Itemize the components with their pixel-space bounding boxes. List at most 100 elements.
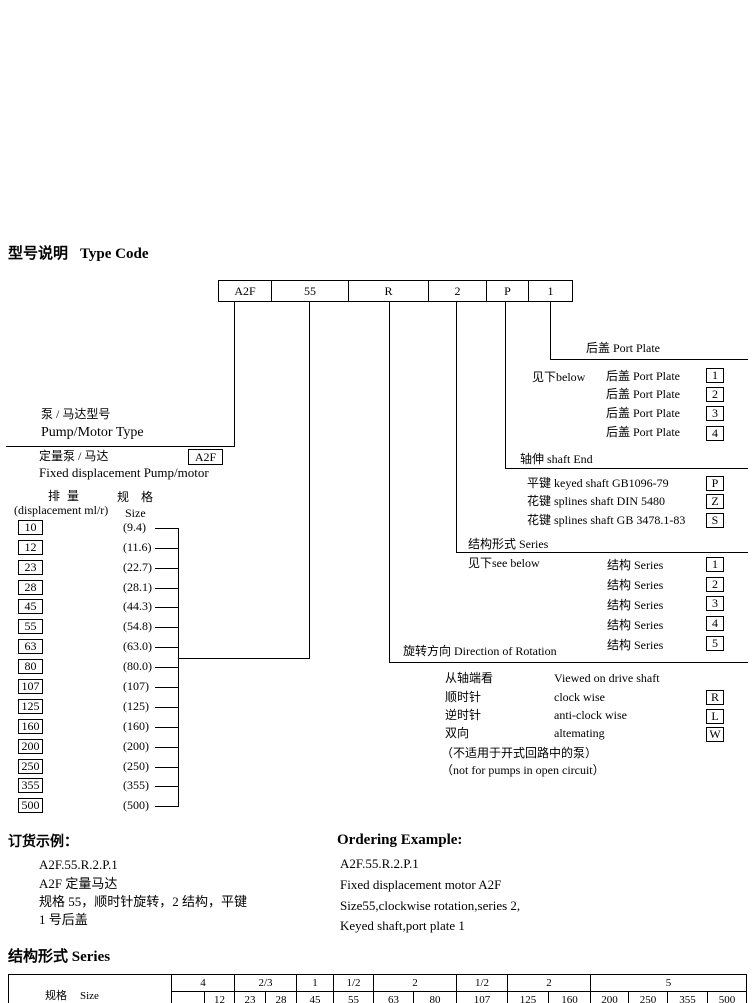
series-group-cell: 2/3 <box>234 974 297 992</box>
rotation-option-code: R <box>706 690 724 705</box>
series-option-code: 2 <box>706 577 724 592</box>
port-plate-option-label: 后盖 Port Plate <box>606 369 680 383</box>
pump-type-option-code: A2F <box>188 449 223 465</box>
shaft-end-option-label: 花键 splines shaft DIN 5480 <box>527 494 665 508</box>
series-size-cell: 107 <box>456 991 508 1003</box>
displacement-value: (54.8) <box>123 619 152 633</box>
code-box-series: 2 <box>428 280 487 302</box>
series-size-cell: 63 <box>373 991 414 1003</box>
connector-port-vertical <box>550 302 551 359</box>
displacement-value: (125) <box>123 699 149 713</box>
size-connector-tick <box>155 588 178 589</box>
ordering-example-cn-heading: 订货示例： <box>8 835 78 850</box>
size-header-cn: 规 格 <box>117 490 154 504</box>
displacement-value: (250) <box>123 759 149 773</box>
rotation-option-cn: 顺时针 <box>445 690 482 704</box>
rotation-header: 旋转方向 Direction of Rotation <box>403 644 557 658</box>
displacement-value: (22.7) <box>123 560 152 574</box>
port-plate-see-below: 见下below <box>532 370 586 384</box>
series-size-cell <box>171 991 205 1003</box>
connector-shaft-vertical <box>505 302 506 468</box>
size-connector-tick <box>155 528 178 529</box>
shaft-end-option-code: S <box>706 513 724 528</box>
series-group-cell: 2 <box>373 974 457 992</box>
displacement-value: (11.6) <box>123 540 152 554</box>
series-table-size-header-cn: 规格 <box>45 990 67 1002</box>
connector-rotation-vertical <box>389 302 390 662</box>
size-connector-tick <box>155 647 178 648</box>
ordering-example-en-line: Keyed shaft,port plate 1 <box>340 918 465 933</box>
ordering-example-en-heading: Ordering Example: <box>337 832 463 848</box>
rotation-option-cn: 双向 <box>445 726 470 740</box>
size-code-box: 160 <box>18 719 43 734</box>
series-size-cell: 125 <box>507 991 549 1003</box>
size-code-box: 28 <box>18 580 43 595</box>
series-group-cell: 5 <box>590 974 747 992</box>
series-header: 结构形式 Series <box>468 537 549 551</box>
series-group-cell: 4 <box>171 974 235 992</box>
pump-type-option-en: Fixed displacement Pump/motor <box>39 465 209 480</box>
shaft-end-option-code: Z <box>706 494 724 509</box>
series-option-label: 结构 Series <box>607 638 664 652</box>
size-code-box: 250 <box>18 759 43 774</box>
connector-size-vertical <box>309 302 310 658</box>
size-displacement-header-en: (displacement ml/r) <box>14 503 109 517</box>
ordering-example-en-line: Fixed displacement motor A2F <box>340 877 502 892</box>
connector-pump-type-vertical <box>234 302 235 446</box>
series-size-cell: 23 <box>234 991 266 1003</box>
series-option-code: 5 <box>706 636 724 651</box>
ordering-example-cn-line: 规格 55，顺时针旋转，2 结构，平键 <box>39 894 248 909</box>
series-option-label: 结构 Series <box>607 578 664 592</box>
series-size-cell: 355 <box>667 991 708 1003</box>
connector-size-horizontal <box>178 658 310 659</box>
connector-port-horizontal <box>550 359 748 360</box>
port-plate-option-code: 2 <box>706 387 724 402</box>
size-code-box: 107 <box>18 679 43 694</box>
ordering-example-cn-line: 1 号后盖 <box>39 912 88 927</box>
connector-rotation-horizontal <box>389 662 748 663</box>
displacement-value: (500) <box>123 798 149 812</box>
size-connector-tick <box>155 607 178 608</box>
size-code-box: 12 <box>18 540 43 555</box>
series-group-cell: 2 <box>507 974 591 992</box>
displacement-value: (63.0) <box>123 639 152 653</box>
series-table-size-header-cell: 规格 Size <box>8 974 172 1003</box>
rotation-option-en: clock wise <box>554 690 605 704</box>
shaft-end-header: 轴伸 shaft End <box>520 452 593 466</box>
series-size-cell: 55 <box>333 991 374 1003</box>
series-size-cell: 500 <box>707 991 747 1003</box>
ordering-example-en-line: Size55,clockwise rotation,series 2, <box>340 898 521 913</box>
size-code-box: 23 <box>18 560 43 575</box>
port-plate-header: 后盖 Port Plate <box>586 341 660 355</box>
ordering-example-cn-line: A2F 定量马达 <box>39 876 118 891</box>
size-code-box: 355 <box>18 778 43 793</box>
displacement-value: (9.4) <box>123 520 146 534</box>
displacement-value: (355) <box>123 778 149 792</box>
series-size-cell: 12 <box>204 991 235 1003</box>
series-option-code: 4 <box>706 616 724 631</box>
series-size-cell: 80 <box>413 991 457 1003</box>
code-box-pump-type: A2F <box>218 280 272 302</box>
series-size-cell: 250 <box>628 991 668 1003</box>
series-option-code: 3 <box>706 596 724 611</box>
size-connector-tick <box>155 767 178 768</box>
code-box-rotation: R <box>348 280 429 302</box>
size-displacement-header-cn: 排 量 <box>48 489 80 503</box>
rotation-note-cn: （不适用于开式回路中的泵） <box>441 746 598 760</box>
rotation-option-en: altemating <box>554 726 605 740</box>
size-connector-tick <box>155 747 178 748</box>
series-size-cell: 200 <box>590 991 629 1003</box>
series-group-cell: 1 <box>296 974 334 992</box>
size-code-box: 500 <box>18 798 43 813</box>
size-code-box: 125 <box>18 699 43 714</box>
series-option-code: 1 <box>706 557 724 572</box>
port-plate-option-label: 后盖 Port Plate <box>606 406 680 420</box>
displacement-value: (80.0) <box>123 659 152 673</box>
rotation-viewed-en: Viewed on drive shaft <box>554 671 660 685</box>
displacement-value: (160) <box>123 719 149 733</box>
size-code-box: 45 <box>18 599 43 614</box>
size-code-box: 10 <box>18 520 43 535</box>
series-see-below: 见下see below <box>468 556 540 570</box>
pump-type-label-en: Pump/Motor Type <box>41 425 144 440</box>
port-plate-option-code: 4 <box>706 426 724 441</box>
